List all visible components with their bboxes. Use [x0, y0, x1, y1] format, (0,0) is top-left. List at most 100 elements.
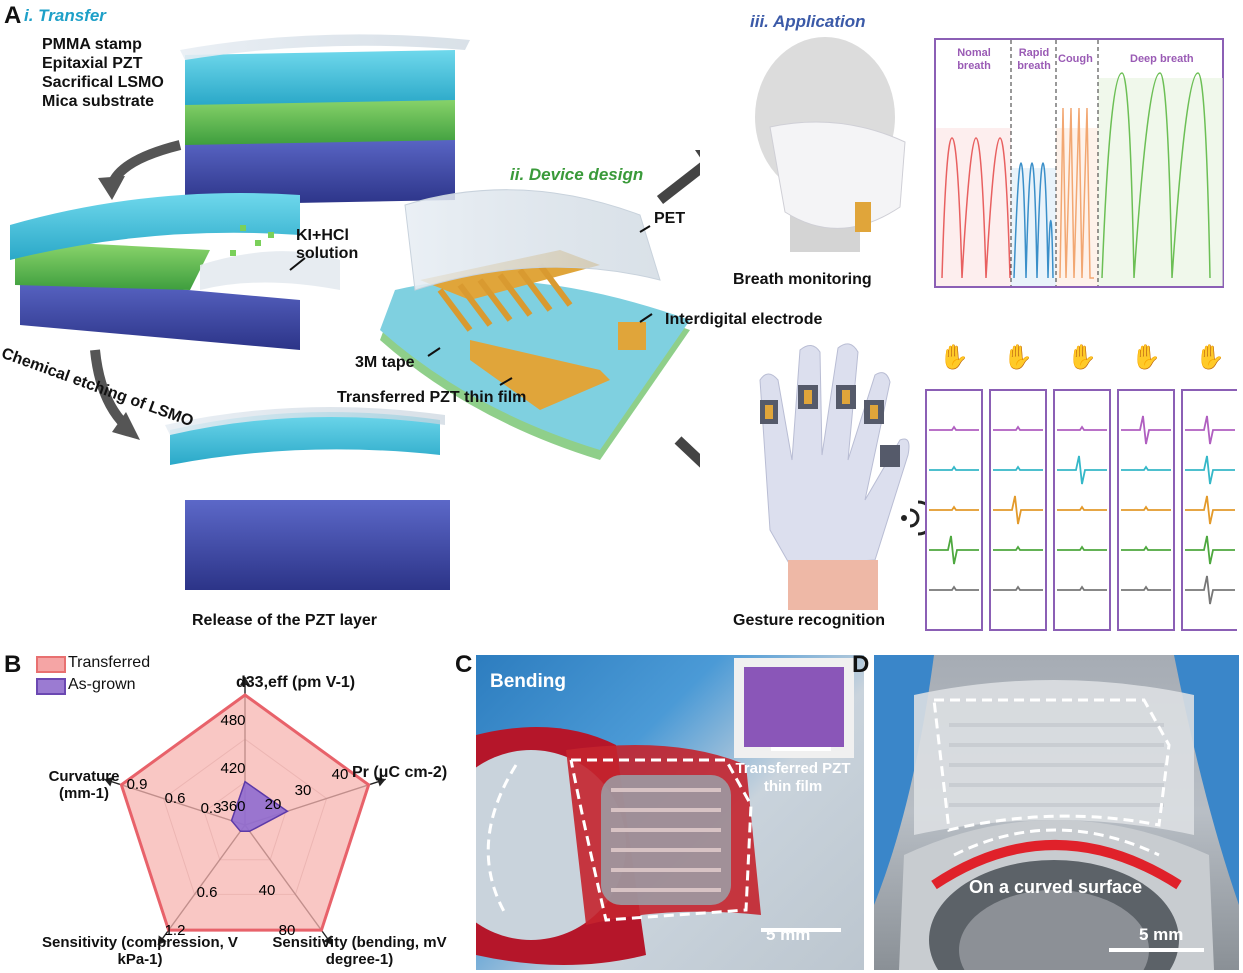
transfer-illustration: [10, 34, 700, 590]
breath-chart: [934, 38, 1224, 288]
radar-series-as-grown: [230, 780, 289, 833]
gesture-trace-c3-r5: [1057, 585, 1107, 591]
gesture-trace-c5-r3: [1185, 495, 1235, 525]
radar-axis-arrow-5: [104, 776, 114, 787]
breath-segment-cough: Cough: [1058, 53, 1093, 65]
bending-label: Bending: [490, 671, 566, 692]
legend-label-as-grown: As-grown: [68, 676, 136, 693]
tape-label: 3M tape: [355, 354, 415, 371]
layer-label-mica: Mica substrate: [42, 93, 155, 110]
radar-tick-d33-1: 360: [220, 798, 245, 815]
gesture-trace-c4-r3: [1121, 505, 1171, 511]
stack-etching: [10, 193, 340, 350]
legend-label-transferred: Transferred: [68, 654, 151, 671]
stack-initial: [180, 34, 470, 205]
pet-label: PET: [654, 210, 686, 227]
film-label: Transferred PZT thin film: [337, 389, 527, 406]
mannequin-head-illustration: [755, 37, 906, 252]
hand-icon-4: ✋: [1131, 343, 1161, 371]
radar-tick-compression-1: 0.6: [197, 884, 218, 901]
gesture-trace-c3-r4: [1057, 545, 1107, 551]
breath-segment-nomal: Nomal breath: [957, 47, 991, 72]
radar-tick-pr-1: 20: [265, 796, 282, 813]
device-illustration: [380, 189, 690, 460]
stack-release: [165, 407, 450, 590]
gesture-trace-c1-r5: [929, 585, 979, 591]
transfer-title: i. Transfer: [24, 6, 106, 25]
radar-axis-arrow-3: [323, 935, 332, 945]
scale-bar-d: 5 mm: [1139, 925, 1184, 944]
gesture-trace-c4-r2: [1121, 465, 1171, 471]
legend-swatch-transferred: [36, 656, 66, 673]
gesture-trace-c2-r2: [993, 465, 1043, 471]
gesture-trace-c5-r4: [1185, 535, 1235, 565]
gesture-trace-c5-r1: [1185, 415, 1235, 445]
legend-swatch-as-grown: [36, 678, 66, 695]
gesture-trace-c2-r3: [993, 495, 1043, 525]
scale-bar-c: 5 mm: [766, 925, 811, 944]
breath-segment-rapid: Rapid breath: [1017, 47, 1051, 72]
panel-letter-b: B: [4, 651, 22, 678]
radar-tick-pr-3: 40: [332, 766, 349, 783]
radar-tick-curvature-2: 0.6: [165, 790, 186, 807]
gesture-trace-c1-r3: [929, 505, 979, 511]
radar-axis-arrow-4: [158, 935, 167, 945]
curved-surface-label: On a curved surface: [969, 877, 1143, 897]
radar-tick-pr-2: 30: [295, 782, 312, 799]
radar-axis-label-curvature: Curvature (mm-1): [48, 768, 120, 802]
gesture-trace-c3-r3: [1057, 505, 1107, 511]
gesture-trace-c4-r4: [1121, 545, 1171, 551]
gesture-trace-c2-r1: [993, 425, 1043, 431]
layer-label-pmma: PMMA stamp: [42, 36, 142, 53]
breath-caption: Breath monitoring: [733, 271, 872, 288]
gesture-trace-c4-r5: [1121, 585, 1171, 591]
layer-label-pzt: Epitaxial PZT: [42, 55, 143, 72]
layer-label-lsmo: Sacrifical LSMO: [42, 74, 164, 91]
electrode-label: Interdigital electrode: [665, 311, 823, 328]
inset-label: Transferred PZT thin film: [735, 760, 851, 795]
radar-axis-label-bending: Sensitivity (bending, mV degree-1): [272, 934, 447, 968]
radar-chart: 360 420 480 20 30 40 40 80 0.6 1.2 0.3 0.6 0.9: [104, 677, 386, 946]
radar-tick-bending-1: 40: [259, 882, 276, 899]
radar-tick-bending-2: 80: [279, 922, 296, 939]
radar-axis-arrow-2: [376, 776, 386, 787]
glove-illustration: [759, 343, 930, 610]
radar-tick-compression-2: 1.2: [165, 922, 186, 939]
gesture-trace-c2-r4: [993, 545, 1043, 551]
device-title: ii. Device design: [510, 165, 644, 184]
hand-icon-3: ✋: [1067, 343, 1097, 371]
gesture-caption: Gesture recognition: [733, 612, 886, 629]
ki-hcl-label: KI+HCl solution: [296, 227, 359, 262]
curved-surface-photo: On a curved surface 5 mm: [874, 655, 1239, 970]
gesture-trace-c3-r2: [1057, 455, 1107, 485]
radar-axis-label-pr: Pr (μC cm-2): [352, 764, 448, 781]
gesture-trace-c2-r5: [993, 585, 1043, 591]
gesture-trace-c1-r2: [929, 465, 979, 471]
hand-icon-5: ✋: [1195, 343, 1225, 371]
panel-letter-d: D: [852, 651, 870, 678]
gesture-trace-c3-r1: [1057, 425, 1107, 431]
radar-tick-d33-2: 420: [220, 760, 245, 777]
curved-surface-drawing: [874, 655, 1239, 970]
hand-icon-2: ✋: [1003, 343, 1033, 371]
radar-tick-curvature-1: 0.3: [201, 800, 222, 817]
gesture-trace-c5-r5: [1185, 575, 1235, 605]
radar-axis-label-compression: Sensitivity (compression, V kPa-1): [42, 934, 238, 968]
bending-photo-drawing: [476, 658, 854, 965]
panel-letter-c: C: [455, 651, 473, 678]
gesture-trace-c5-r2: [1185, 455, 1235, 485]
bending-photo: Bending Transferred PZT thin film 5 mm: [476, 655, 864, 970]
gesture-trace-c4-r1: [1121, 415, 1171, 445]
gesture-trace-c1-r4: [929, 535, 979, 565]
radar-tick-curvature-3: 0.9: [127, 776, 148, 793]
gesture-trace-c1-r1: [929, 425, 979, 431]
gesture-chart: ✋ ✋ ✋ ✋ ✋: [925, 343, 1237, 631]
release-label: Release of the PZT layer: [192, 612, 377, 629]
application-title: iii. Application: [750, 12, 866, 31]
breath-segment-deep: Deep breath: [1130, 53, 1194, 65]
radar-axis-label-d33: d33,eff (pm V-1): [236, 674, 356, 691]
panel-letter-a: A: [4, 2, 22, 29]
radar-tick-d33-3: 480: [220, 712, 245, 729]
hand-icon-1: ✋: [939, 343, 969, 371]
radar-axis-arrow-1: [240, 677, 250, 685]
